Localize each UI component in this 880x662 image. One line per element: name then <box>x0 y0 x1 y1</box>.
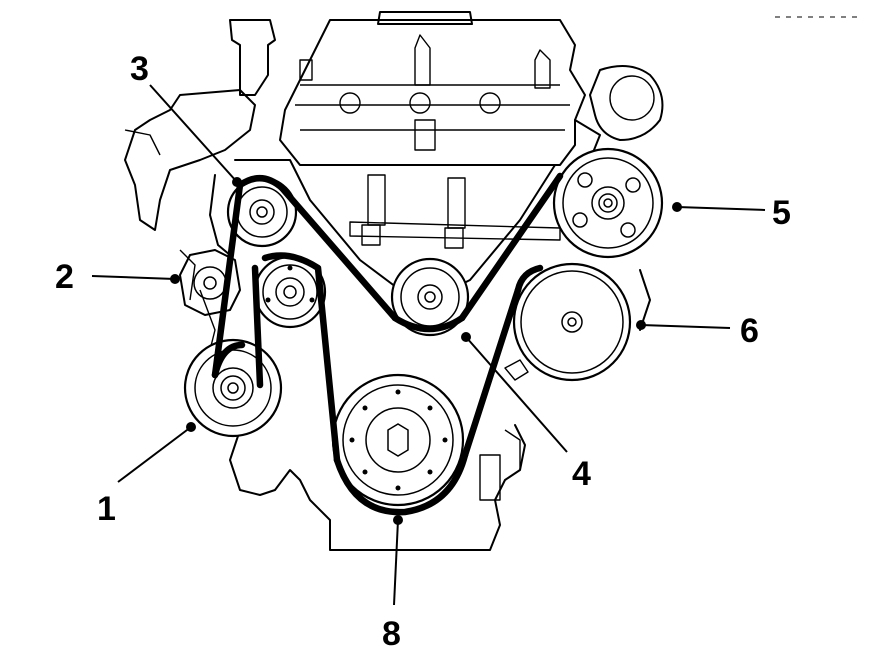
callout-8: 8 <box>382 515 403 653</box>
callout-label-4: 4 <box>572 455 591 493</box>
idler-pulley-center <box>390 257 470 337</box>
callout-label-3: 3 <box>130 50 149 88</box>
crankshaft-pulley <box>331 373 465 507</box>
drive-belt <box>211 172 564 516</box>
callout-3: 3 <box>130 50 242 187</box>
alternator-pulley <box>183 338 283 438</box>
callout-label-5: 5 <box>772 194 791 232</box>
engine-block-outline <box>124 11 664 551</box>
callout-1: 1 <box>97 422 196 528</box>
callout-4: 4 <box>461 332 591 493</box>
callout-label-6: 6 <box>740 312 759 350</box>
callout-5: 5 <box>672 194 791 232</box>
callout-label-8: 8 <box>382 615 401 653</box>
power-steering-pulley <box>504 262 632 382</box>
callout-label-2: 2 <box>55 258 74 296</box>
callout-6: 6 <box>636 312 759 350</box>
ac-compressor-pulley <box>552 147 664 259</box>
callout-label-1: 1 <box>97 490 116 528</box>
callout-2: 2 <box>55 258 180 296</box>
